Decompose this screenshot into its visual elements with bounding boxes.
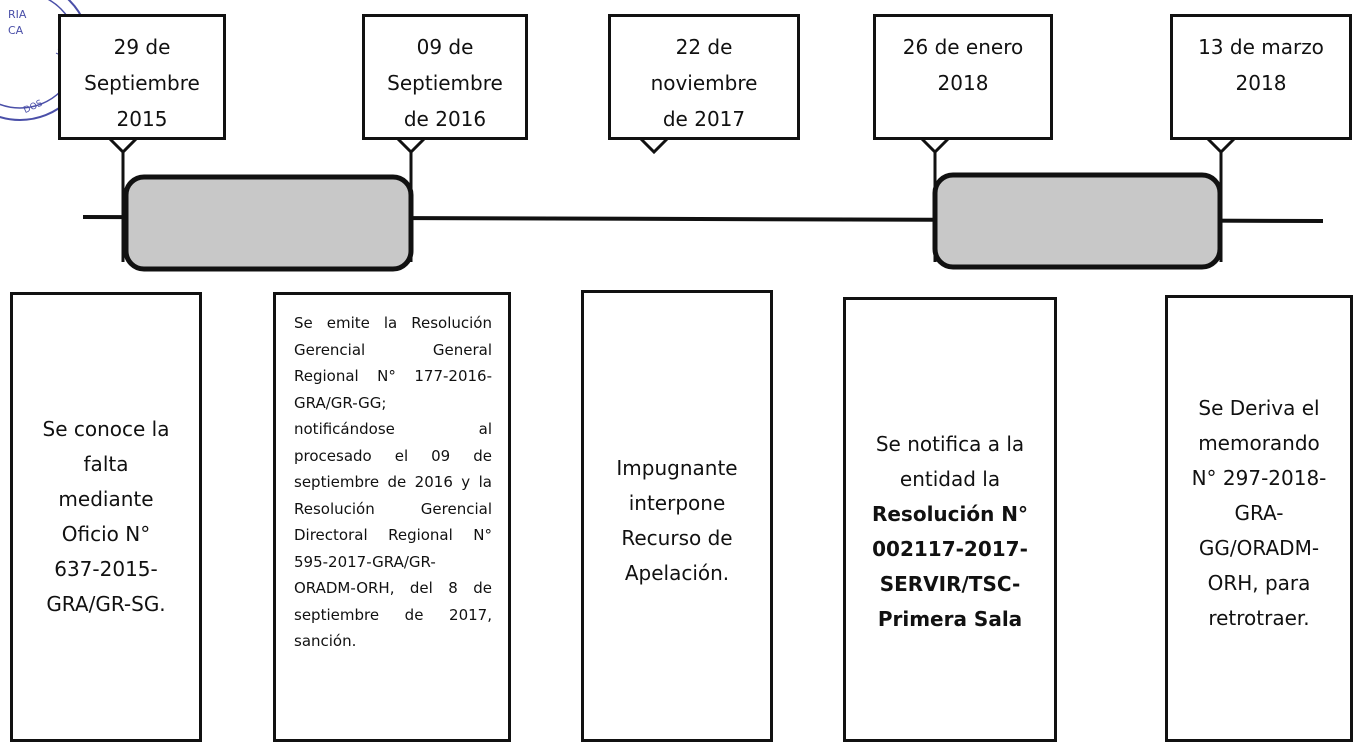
pointer-3 <box>637 135 671 155</box>
event-box-1: Se conoce la falta mediante Oficio N° 63… <box>10 292 202 742</box>
event-5-line: GRA- <box>1234 501 1284 525</box>
event-3-line: interpone <box>628 491 726 515</box>
period-bar-1 <box>123 174 414 272</box>
event-5-line: ORH, para <box>1207 571 1311 595</box>
event-5-line: Se Deriva el <box>1198 396 1320 420</box>
event-1-line: GRA/GR-SG. <box>46 592 166 616</box>
event-5-line: GG/ORADM- <box>1198 536 1320 560</box>
event-box-3: Impugnante interpone Recurso de Apelació… <box>581 290 773 742</box>
event-1-line: mediante <box>58 487 154 511</box>
period-bar-2 <box>932 172 1223 270</box>
svg-text:DOS: DOS <box>22 98 44 116</box>
svg-text:RIA: RIA <box>8 8 27 21</box>
date-callout-4: 26 de enero 2018 <box>873 14 1053 140</box>
event-4-line: Se notifica a la <box>875 432 1025 456</box>
event-box-2: Se emite la Resolución Gerencial General… <box>273 292 511 742</box>
event-1-line: Oficio N° <box>61 522 151 546</box>
event-4-bold-line: Resolución N° <box>871 502 1029 526</box>
event-2-text: Se emite la Resolución Gerencial General… <box>294 314 492 650</box>
event-3-line: Apelación. <box>624 561 730 585</box>
event-3-line: Impugnante <box>616 456 738 480</box>
event-4-bold-line: 002117-2017- <box>872 537 1028 561</box>
event-1-line: falta <box>83 452 129 476</box>
event-box-4: Se notifica a la entidad la Resolución N… <box>843 297 1057 742</box>
date-label-1: 29 de Septiembre 2015 <box>84 35 200 131</box>
date-callout-5: 13 de marzo 2018 <box>1170 14 1352 140</box>
date-callout-2: 09 de Septiembre de 2016 <box>362 14 528 140</box>
event-5-line: retrotraer. <box>1208 606 1310 630</box>
date-callout-1: 29 de Septiembre 2015 <box>58 14 226 140</box>
event-box-5: Se Deriva el memorando N° 297-2018- GRA-… <box>1165 295 1353 742</box>
date-callout-3: 22 de noviembre de 2017 <box>608 14 800 140</box>
event-1-line: Se conoce la <box>42 417 170 441</box>
event-4-bold-line: Primera Sala <box>877 607 1023 631</box>
event-3-line: Recurso de <box>621 526 733 550</box>
event-5-line: N° 297-2018- <box>1191 466 1327 490</box>
svg-text:CA: CA <box>8 24 24 37</box>
date-label-4: 26 de enero 2018 <box>902 35 1024 95</box>
date-label-3: 22 de noviembre de 2017 <box>650 35 758 131</box>
event-5-line: memorando <box>1198 431 1320 455</box>
date-label-2: 09 de Septiembre de 2016 <box>387 35 503 131</box>
event-4-line: entidad la <box>899 467 1001 491</box>
event-4-bold-line: SERVIR/TSC- <box>879 572 1021 596</box>
date-label-5: 13 de marzo 2018 <box>1198 35 1324 95</box>
event-1-line: 637-2015- <box>54 557 158 581</box>
